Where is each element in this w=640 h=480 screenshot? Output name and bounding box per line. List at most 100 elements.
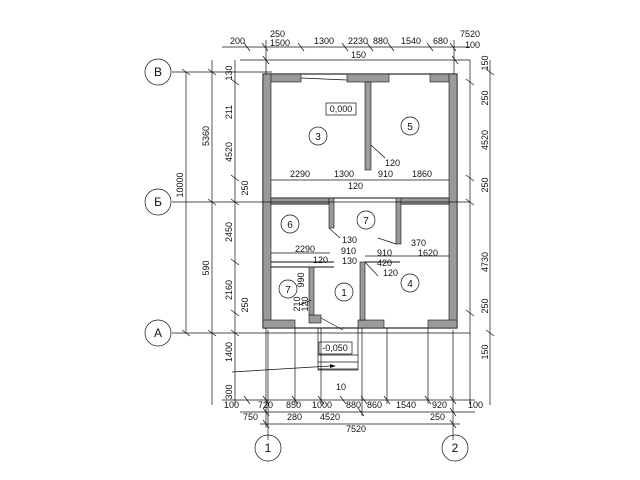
dim-int-130: 130 — [342, 235, 357, 245]
steps-count: 10 — [336, 382, 346, 392]
dim-top-100: 100 — [465, 40, 480, 50]
dim-int-1620: 1620 — [418, 248, 438, 258]
room-6-label: 6 — [287, 220, 293, 231]
dim-bottom-860: 860 — [367, 400, 382, 410]
dim-int-120b: 120 — [348, 181, 363, 191]
dim-left-250b: 250 — [240, 297, 250, 312]
dim-int-1300: 1300 — [334, 169, 354, 179]
dim-top-880: 880 — [373, 36, 388, 46]
dim-bottom-280: 280 — [287, 412, 302, 422]
dim-left-2450: 2450 — [224, 222, 234, 242]
wall-bottom-right — [427, 319, 458, 329]
wall-1-4 — [359, 261, 366, 321]
wall-bottom-left — [262, 319, 296, 329]
dim-bottom-720: 720 — [258, 400, 273, 410]
dim-int-2290b: 2290 — [295, 244, 315, 254]
interior-walls — [270, 81, 450, 324]
dim-int-910b: 910 — [377, 248, 392, 258]
dim-int-910a: 910 — [378, 169, 393, 179]
room-1-label: 1 — [341, 288, 347, 299]
dim-bottom-4520: 4520 — [320, 412, 340, 422]
dim-left-300: 300 — [224, 384, 234, 399]
dim-int-120c: 120 — [313, 255, 328, 265]
wall-7-bottom — [308, 314, 322, 324]
exterior-walls — [262, 73, 458, 329]
dimension-lines — [181, 40, 495, 429]
room-7-small-label: 7 — [285, 285, 291, 296]
dim-bottom-750: 750 — [243, 412, 258, 422]
room-5-label: 5 — [407, 122, 413, 133]
dim-top-680: 680 — [433, 36, 448, 46]
level-floor: 0,000 — [330, 104, 353, 114]
wall-bottom-mid — [357, 319, 385, 329]
dim-top-2230: 2230 — [348, 36, 368, 46]
dim-top-1540: 1540 — [401, 36, 421, 46]
dim-int-120a: 120 — [385, 158, 400, 168]
dim-bottom-880: 880 — [346, 400, 361, 410]
room-markers — [278, 116, 420, 302]
dim-right-250a: 250 — [480, 90, 490, 105]
dim-bottom-1540: 1540 — [396, 400, 416, 410]
dim-bottom-920: 920 — [432, 400, 447, 410]
level-box-entry — [318, 341, 353, 355]
dim-bottom-850: 850 — [286, 400, 301, 410]
wall-left — [262, 73, 272, 329]
wall-6-right — [328, 197, 335, 229]
dim-bottom-250: 250 — [430, 412, 445, 422]
wall-right — [448, 73, 458, 329]
wall-3-5 — [364, 81, 372, 171]
room-7-hall-label: 7 — [363, 216, 369, 227]
wall-6-top — [270, 197, 330, 205]
grid-axes — [144, 58, 470, 462]
dim-int-120d: 120 — [383, 268, 398, 278]
dim-top-200: 200 — [230, 36, 245, 46]
dim-int-130b: 130 — [342, 256, 357, 266]
axis-label-a: А — [154, 326, 162, 340]
dim-top-150: 150 — [351, 50, 366, 60]
dim-top-1300: 1300 — [314, 36, 334, 46]
dim-right-250b: 250 — [480, 177, 490, 192]
dim-top-1500: 1500 — [270, 38, 290, 48]
dim-right-4730: 4730 — [480, 252, 490, 272]
dim-bottom-100b: 100 — [468, 400, 483, 410]
dim-int-210: 210 — [292, 296, 302, 311]
level-entry: -0,050 — [322, 343, 348, 353]
wall-4-top — [399, 197, 450, 205]
level-box-floor — [325, 102, 357, 116]
dim-int-370: 370 — [411, 238, 426, 248]
axis-label-2: 2 — [452, 441, 459, 455]
dim-int-2290a: 2290 — [290, 169, 310, 179]
dim-left-130: 130 — [224, 65, 234, 80]
dim-left-2160: 2160 — [224, 280, 234, 300]
dim-bottom-1000: 1000 — [312, 400, 332, 410]
axis-circle-a — [144, 319, 172, 347]
dim-right-150b: 150 — [480, 344, 490, 359]
dim-left-10000: 10000 — [175, 172, 185, 197]
dim-left-590: 590 — [201, 260, 211, 275]
dim-right-150a: 150 — [480, 55, 490, 70]
axis-label-v: В — [154, 65, 162, 79]
room-3-label: 3 — [315, 132, 321, 143]
axis-circle-2 — [441, 434, 469, 462]
dim-top-250: 250 — [270, 29, 285, 39]
room-4-label: 4 — [407, 279, 413, 290]
wall-top-mid — [346, 73, 390, 83]
axis-circle-1 — [254, 434, 282, 462]
dim-right-250c: 250 — [480, 298, 490, 313]
axis-circle-v — [144, 58, 172, 86]
dim-left-211: 211 — [224, 105, 234, 119]
dim-left-4520: 4520 — [224, 142, 234, 162]
dim-left-5360: 5360 — [201, 126, 211, 146]
axis-label-1: 1 — [265, 441, 272, 455]
dim-right-4520: 4520 — [480, 130, 490, 150]
dim-int-1860: 1860 — [412, 169, 432, 179]
dim-bottom-100a: 100 — [224, 400, 239, 410]
dim-int-910c: 910 — [341, 246, 356, 256]
axis-label-b: Б — [154, 195, 162, 209]
axis-circle-b — [144, 188, 172, 216]
dim-left-250a: 250 — [240, 180, 250, 195]
dim-left-1400: 1400 — [224, 342, 234, 362]
dim-bottom-7520: 7520 — [346, 424, 366, 434]
entry-steps — [231, 327, 359, 373]
